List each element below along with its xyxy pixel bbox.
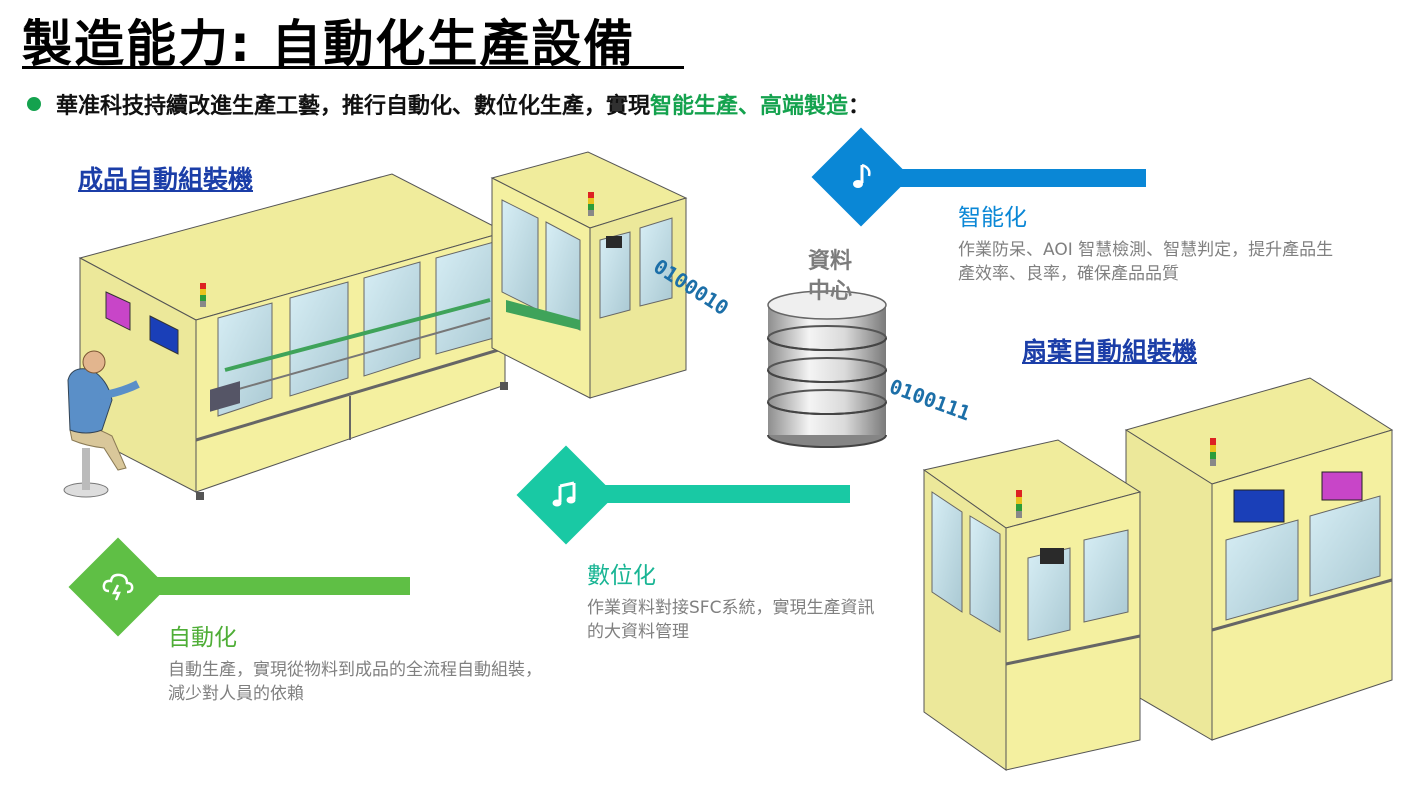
- automation-bar: [150, 577, 410, 595]
- data-center-database-icon: [767, 290, 887, 448]
- fan-blade-machine-illustration: [922, 377, 1394, 771]
- intelligent-description: 作業防呆、AOI 智慧檢測、智慧判定，提升產品生產效率、良率，確保產品品質: [958, 240, 1334, 284]
- digital-bar: [598, 485, 850, 503]
- double-music-note-icon: [552, 481, 576, 507]
- automation-description: 自動生產，實現從物料到成品的全流程自動組裝，減少對人員的依賴: [168, 660, 542, 704]
- feeder-machine-illustration: [490, 151, 688, 399]
- intro-text-main: 華准科技持續改進生產工藝，推行自動化、數位化生產，實現: [56, 94, 651, 119]
- intro-text: 華准科技持續改進生產工藝，推行自動化、數位化生產，實現智能生產、高端製造：: [56, 88, 870, 120]
- machine-label-finished-product: 成品自動組裝機: [78, 165, 254, 194]
- automation-title: 自動化: [168, 625, 237, 651]
- title-underline: [22, 66, 684, 69]
- digital-title: 數位化: [587, 563, 656, 589]
- data-center-label: 資料 中心: [795, 247, 865, 307]
- intro-text-end: ：: [848, 94, 871, 119]
- operator-figure: [63, 350, 140, 498]
- page-title: 製造能力: 自動化生產設備: [22, 15, 636, 73]
- bullet-dot-icon: [27, 97, 41, 111]
- cloud-lightning-icon: [102, 573, 134, 601]
- intro-highlight: 智能生產、高端製造: [650, 94, 849, 119]
- intelligent-bar: [893, 169, 1146, 187]
- music-note-icon: [853, 163, 871, 188]
- data-center-label-line2: 中心: [807, 279, 852, 304]
- data-center-label-line1: 資料: [807, 249, 852, 274]
- intelligent-title: 智能化: [958, 205, 1027, 231]
- binary-stream-lower: 0100111: [886, 374, 973, 425]
- finished-product-machine-illustration: [63, 173, 508, 500]
- digital-description: 作業資料對接SFC系統，實現生產資訊的大資料管理: [587, 598, 875, 642]
- machine-label-fan-blade: 扇葉自動組裝機: [1022, 337, 1198, 366]
